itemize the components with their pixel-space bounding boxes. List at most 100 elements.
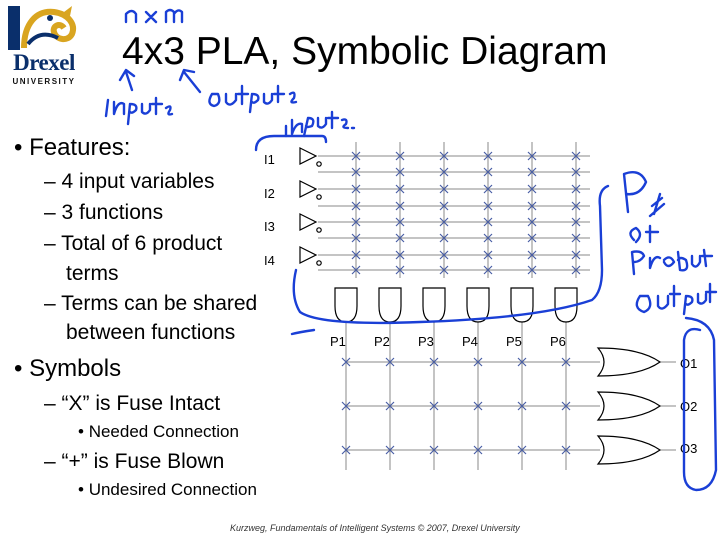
fuse-intact-mark <box>341 445 351 455</box>
bullet-shared-terms: – Terms can be shared <box>44 292 258 315</box>
product-label-p1: P1 <box>330 334 346 349</box>
ink-n-by-m <box>124 8 184 24</box>
input-label-i4: I4 <box>264 253 275 268</box>
fuse-intact-mark <box>439 201 449 211</box>
bullet-undesired: • Undesired Connection <box>78 480 257 499</box>
input-label-i3: I3 <box>264 219 275 234</box>
and-gate <box>554 287 578 323</box>
inverter-bubble <box>316 161 322 167</box>
fuse-intact-mark <box>395 265 405 275</box>
product-label-p4: P4 <box>462 334 478 349</box>
ink-word-outputs-right <box>635 282 718 316</box>
bullet-needed-text: Needed Connection <box>88 422 239 441</box>
fuse-intact-mark <box>571 151 581 161</box>
and-array-grid <box>318 142 676 470</box>
fuse-intact-mark <box>561 401 571 411</box>
product-label-p5: P5 <box>506 334 522 349</box>
gates <box>299 147 662 465</box>
fuse-intact-mark <box>385 445 395 455</box>
fuse-intact-mark <box>527 265 537 275</box>
fuse-intact-mark <box>473 445 483 455</box>
input-buffer <box>299 246 318 264</box>
or-gate <box>596 391 662 421</box>
ink-number-of-product-terms <box>622 171 714 276</box>
and-gate <box>466 287 490 323</box>
fuse-intact-mark <box>341 401 351 411</box>
fuse-intact-mark <box>341 357 351 367</box>
inverter-bubble <box>316 260 322 266</box>
bullet-symbols: • Symbols <box>14 355 122 382</box>
fuse-intact-mark <box>473 401 483 411</box>
fuse-intact-mark <box>483 151 493 161</box>
fuse-intact-mark <box>483 184 493 194</box>
ink-word-inputs <box>104 96 174 126</box>
inverter-bubble <box>316 227 322 233</box>
fuse-intact-mark <box>571 265 581 275</box>
inverter-bubble <box>316 194 322 200</box>
logo-wordmark: Drexel <box>13 50 75 75</box>
ink-arrow-inputs <box>118 68 136 92</box>
fuse-intact-mark <box>429 357 439 367</box>
bullet-inputs: – 4 input variables <box>44 170 215 193</box>
dragon-icon <box>8 6 76 50</box>
ink-word-outputs <box>208 84 298 114</box>
fuse-marks <box>341 151 581 455</box>
bullet-functions: – 3 functions <box>44 201 164 224</box>
fuse-intact-mark <box>483 265 493 275</box>
input-label-i1: I1 <box>264 152 275 167</box>
bullet-x-fuse: – “X” is Fuse Intact <box>44 392 221 415</box>
fuse-intact-mark <box>483 217 493 227</box>
logo-university: UNIVERSITY <box>12 77 76 86</box>
fuse-intact-mark <box>395 151 405 161</box>
ink-curve-products <box>292 184 610 325</box>
slide-title: 4x3 PLA, Symbolic Diagram <box>122 30 608 73</box>
bullet-inputs-text: 4 input variables <box>61 170 215 193</box>
input-buffer <box>299 180 318 198</box>
bullet-plus-fuse-text: “+” is Fuse Blown <box>61 450 225 473</box>
fuse-intact-mark <box>571 184 581 194</box>
fuse-intact-mark <box>385 357 395 367</box>
fuse-intact-mark <box>571 233 581 243</box>
ink-word-inputs-right <box>284 110 356 138</box>
fuse-intact-mark <box>571 217 581 227</box>
ink-curve-to-bullet <box>290 328 316 336</box>
fuse-intact-mark <box>439 250 449 260</box>
fuse-intact-mark <box>395 233 405 243</box>
bullet-symbols-text: Symbols <box>29 355 122 382</box>
or-gate <box>596 435 662 465</box>
fuse-intact-mark <box>351 167 361 177</box>
ink-outputs-bracket <box>682 316 718 492</box>
fuse-intact-mark <box>483 250 493 260</box>
fuse-intact-mark <box>351 217 361 227</box>
bullet-needed: • Needed Connection <box>78 422 239 441</box>
product-label-p2: P2 <box>374 334 390 349</box>
bullet-x-fuse-text: “X” is Fuse Intact <box>61 392 221 415</box>
fuse-intact-mark <box>561 357 571 367</box>
bullet-features: • Features: <box>14 134 131 161</box>
fuse-intact-mark <box>517 445 527 455</box>
or-gate <box>596 347 662 377</box>
fuse-intact-mark <box>473 357 483 367</box>
fuse-intact-mark <box>351 151 361 161</box>
fuse-intact-mark <box>527 233 537 243</box>
bullet-features-text: Features: <box>29 134 131 161</box>
fuse-intact-mark <box>517 401 527 411</box>
input-buffer <box>299 147 318 165</box>
fuse-intact-mark <box>395 184 405 194</box>
fuse-intact-mark <box>351 201 361 211</box>
fuse-intact-mark <box>395 217 405 227</box>
fuse-intact-mark <box>561 445 571 455</box>
ink-arrow-outputs <box>178 68 202 94</box>
input-label-i2: I2 <box>264 186 275 201</box>
fuse-intact-mark <box>483 233 493 243</box>
fuse-intact-mark <box>395 201 405 211</box>
fuse-intact-mark <box>527 250 537 260</box>
fuse-intact-mark <box>351 265 361 275</box>
fuse-intact-mark <box>527 167 537 177</box>
bullet-product-terms-cont: terms <box>66 262 119 285</box>
product-label-p6: P6 <box>550 334 566 349</box>
bullet-functions-text: 3 functions <box>61 201 164 224</box>
bullet-undesired-text: Undesired Connection <box>88 480 257 499</box>
